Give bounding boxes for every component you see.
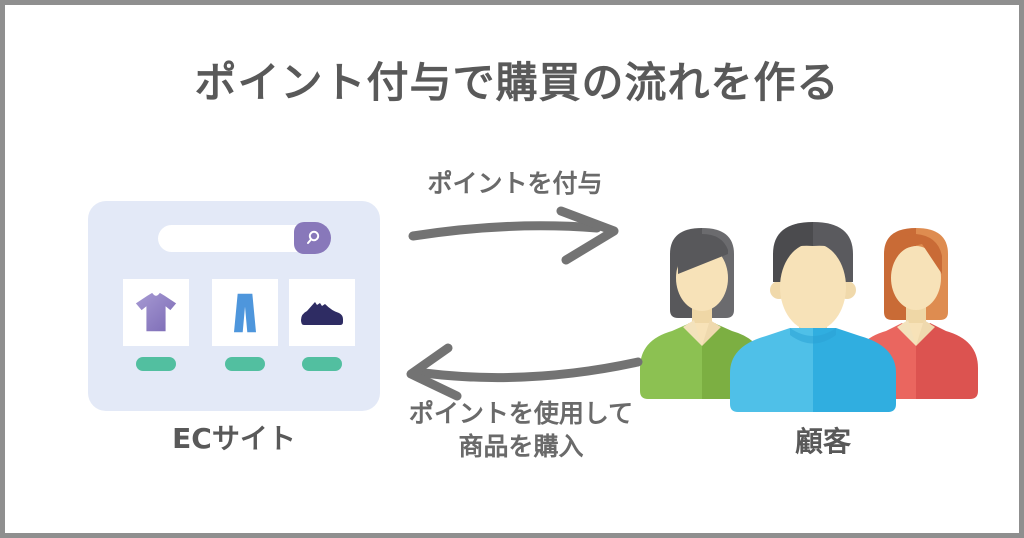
tshirt-icon bbox=[135, 292, 177, 331]
ec-site-label: ECサイト bbox=[172, 422, 296, 455]
customers-label: 顧客 bbox=[794, 425, 851, 458]
sneaker-icon bbox=[301, 301, 343, 325]
price-tag bbox=[302, 357, 342, 371]
redeem-points-label-line1: ポイントを使用して bbox=[408, 399, 634, 428]
page-title: ポイント付与で購買の流れを作る bbox=[194, 58, 840, 107]
person-woman-red bbox=[854, 228, 978, 399]
person-man bbox=[730, 222, 896, 412]
price-tag bbox=[225, 357, 265, 371]
redeem-points-label: ポイントを使用して 商品を購入 bbox=[371, 397, 671, 463]
price-tag bbox=[136, 357, 176, 371]
redeem-points-label-line2: 商品を購入 bbox=[458, 432, 584, 461]
grant-points-label: ポイントを付与 bbox=[427, 169, 603, 198]
redeem-points-arrow bbox=[406, 343, 643, 401]
search-button bbox=[294, 222, 331, 254]
product-tile bbox=[123, 279, 189, 346]
ec-site-card bbox=[88, 201, 380, 411]
magnifier-icon bbox=[306, 230, 319, 244]
grant-points-arrow bbox=[408, 206, 619, 265]
product-tile bbox=[212, 279, 278, 346]
pants-icon bbox=[234, 293, 256, 332]
product-tile bbox=[289, 279, 355, 346]
customers-illustration bbox=[640, 222, 978, 412]
